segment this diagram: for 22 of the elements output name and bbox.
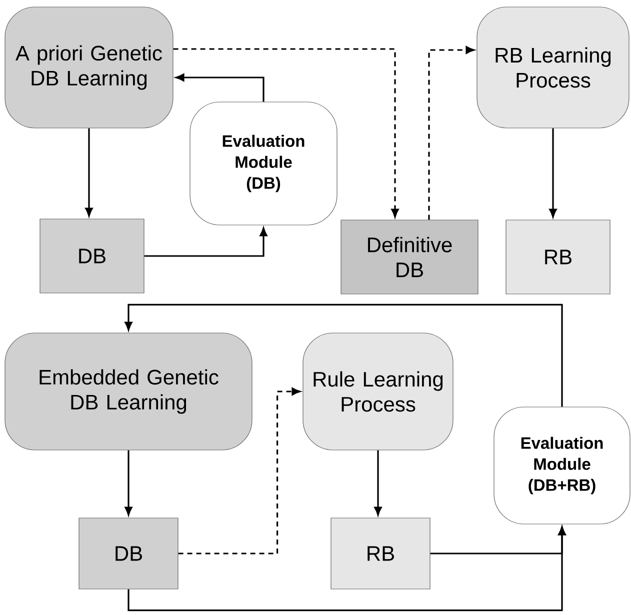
data-box: RB xyxy=(330,518,430,590)
data-box: Definitive DB xyxy=(340,220,478,294)
arrow xyxy=(374,450,382,516)
data-box: DB xyxy=(40,218,144,294)
evaluation-box: Evaluation Module (DB+RB) xyxy=(494,406,630,524)
arrow xyxy=(549,128,557,218)
arrow xyxy=(144,228,268,257)
arrow xyxy=(176,74,264,102)
process-box: A priori Genetic DB Learning xyxy=(4,6,174,128)
arrow xyxy=(173,48,399,218)
arrow xyxy=(124,450,132,516)
data-box: DB xyxy=(78,518,178,590)
process-box: RB Learning Process xyxy=(476,6,630,128)
evaluation-box: Evaluation Module (DB) xyxy=(190,102,338,226)
arrow xyxy=(428,46,474,220)
process-box: Embedded Genetic DB Learning xyxy=(4,332,252,450)
arrow xyxy=(128,526,566,612)
arrow xyxy=(124,304,563,407)
data-box: RB xyxy=(506,220,610,294)
arrow xyxy=(178,388,300,554)
arrow xyxy=(85,128,93,216)
process-box: Rule Learning Process xyxy=(302,332,454,450)
